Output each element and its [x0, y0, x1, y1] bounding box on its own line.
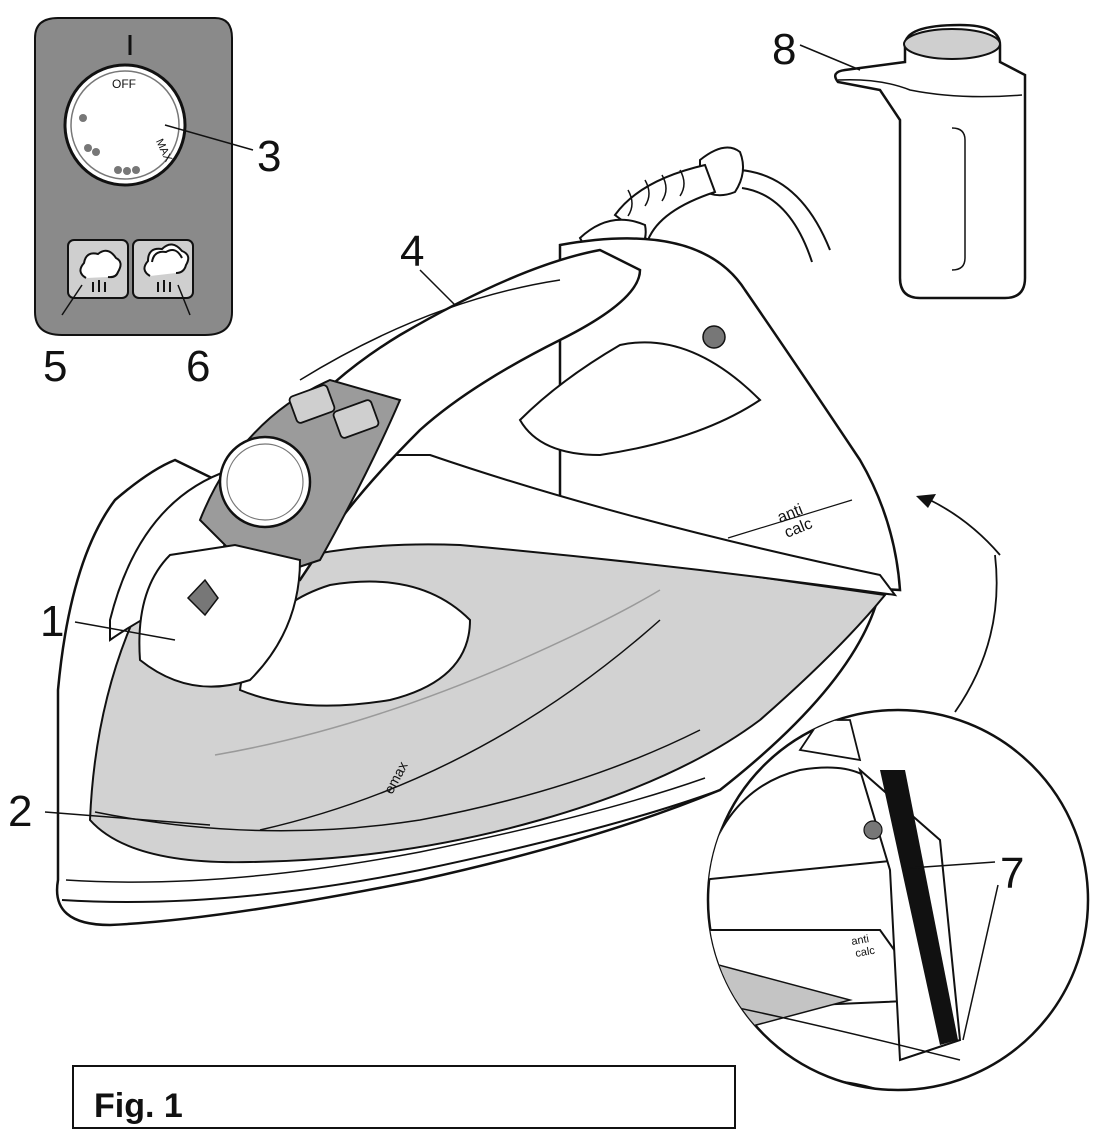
- figure-canvas: OFF MAX: [8, 17, 1090, 1129]
- temperature-dial: [218, 435, 312, 529]
- magnified-inset: anti calc: [706, 494, 1090, 1092]
- measuring-cup: [799, 23, 1027, 300]
- figure-caption-box: Fig. 1: [72, 1065, 736, 1129]
- callout-4: 4: [400, 227, 425, 276]
- control-panel-inset: OFF MAX: [34, 17, 254, 336]
- callout-2: 2: [8, 787, 33, 836]
- iron-diagram: OFF MAX: [34, 17, 1090, 1092]
- callout-7: 7: [1000, 849, 1025, 898]
- callout-8: 8: [772, 25, 797, 74]
- callout-5: 5: [43, 342, 68, 391]
- water-inlet-cover: [138, 543, 302, 688]
- dial-off-label: OFF: [112, 77, 136, 91]
- callout-1: 1: [40, 597, 65, 646]
- inset-brand-line1: anti: [850, 933, 870, 948]
- figure-caption: Fig. 1: [94, 1087, 183, 1125]
- callout-6: 6: [186, 342, 211, 391]
- steam-iron: emax anti calc: [44, 146, 902, 927]
- callout-3: 3: [257, 132, 282, 181]
- inset-brand-line2: calc: [854, 945, 876, 960]
